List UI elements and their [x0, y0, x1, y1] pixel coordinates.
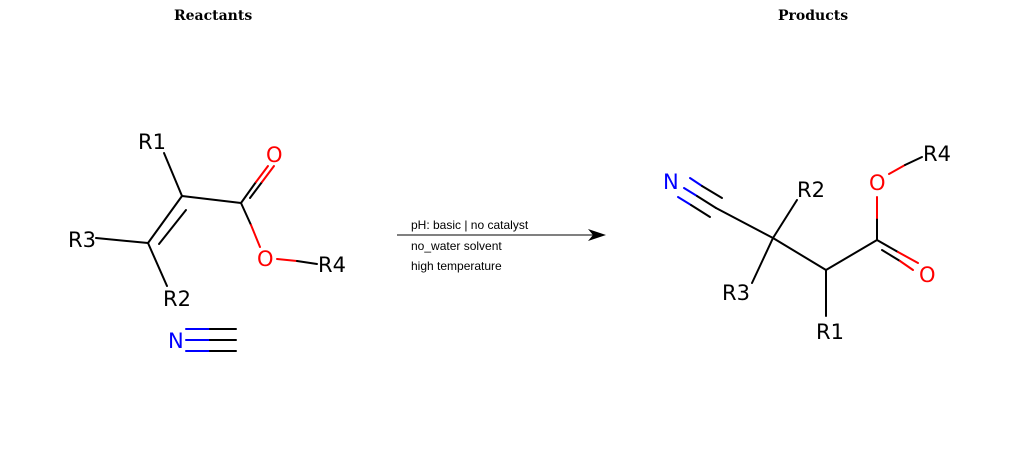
bond-c1-o-b — [249, 181, 263, 199]
reactant-o-ester: O — [257, 247, 274, 271]
p-cn-bond-3 — [690, 204, 711, 218]
bond-c2-r1 — [163, 152, 183, 197]
reactant-acrylate — [95, 152, 318, 287]
reactants-title: Reactants — [174, 8, 253, 24]
bond-c1-oester — [240, 202, 252, 226]
p-c1-o-b-red — [899, 260, 914, 271]
p-cq-r3 — [751, 237, 774, 284]
product-r2-label: R2 — [797, 178, 825, 202]
reactant-o-carbonyl: O — [266, 143, 283, 167]
p-cn-bond-1 — [701, 185, 723, 199]
reactant-r4-label: R4 — [318, 253, 346, 277]
reactant-hcn — [185, 328, 237, 352]
product-o-ester: O — [869, 171, 886, 195]
condition-ph-catalyst: pH: basic | no catalyst — [411, 218, 529, 232]
p-cn-bond-2-blue — [683, 187, 698, 197]
bond-c3-r3 — [95, 237, 149, 244]
p-oester-r4-red — [888, 164, 906, 175]
bond-c2-c1 — [181, 195, 242, 204]
condition-solvent: no_water solvent — [411, 239, 502, 253]
p-c1-o-a — [876, 239, 899, 253]
p-cq-r2 — [772, 199, 798, 239]
p-c1-o-b — [881, 249, 901, 262]
bond-c3-r2 — [147, 242, 168, 287]
product-r3-label: R3 — [722, 281, 750, 305]
bond-c2-c3-inner — [158, 209, 187, 245]
bond-oester-r4 — [296, 260, 318, 265]
p-cq-ch — [772, 237, 827, 271]
bond-c1-o-a-red — [255, 165, 269, 183]
bond-c1-o-a — [240, 181, 257, 204]
bond-c1-o-b-red — [261, 165, 275, 183]
bond-oester-r4-red — [276, 258, 298, 262]
arrow-head — [588, 229, 606, 241]
reaction-arrow — [397, 229, 606, 241]
p-cn-bond-1-blue — [689, 177, 703, 187]
product-r4-label: R4 — [923, 142, 951, 166]
reactant-r1-label: R1 — [138, 130, 166, 154]
product-r1-label: R1 — [816, 320, 844, 344]
product-o-carbonyl: O — [919, 263, 936, 287]
bond-c2-c3 — [147, 195, 183, 244]
p-ch-c1 — [825, 239, 878, 271]
p-oester-r4 — [904, 156, 923, 166]
reactant-r3-label: R3 — [68, 228, 96, 252]
p-cn-to-cq — [715, 207, 774, 239]
product-n-label: N — [663, 170, 679, 194]
bond-c1-oester-red — [250, 224, 261, 248]
product-molecule — [677, 156, 923, 317]
p-cn-bond-2 — [696, 195, 717, 209]
condition-temperature: high temperature — [411, 259, 502, 273]
p-c1-o-a-red — [897, 251, 919, 264]
reactant-r2-label: R2 — [163, 287, 191, 311]
p-cn-bond-3-blue — [677, 196, 692, 206]
reactant-n-label: N — [168, 329, 184, 353]
products-title: Products — [778, 8, 849, 24]
